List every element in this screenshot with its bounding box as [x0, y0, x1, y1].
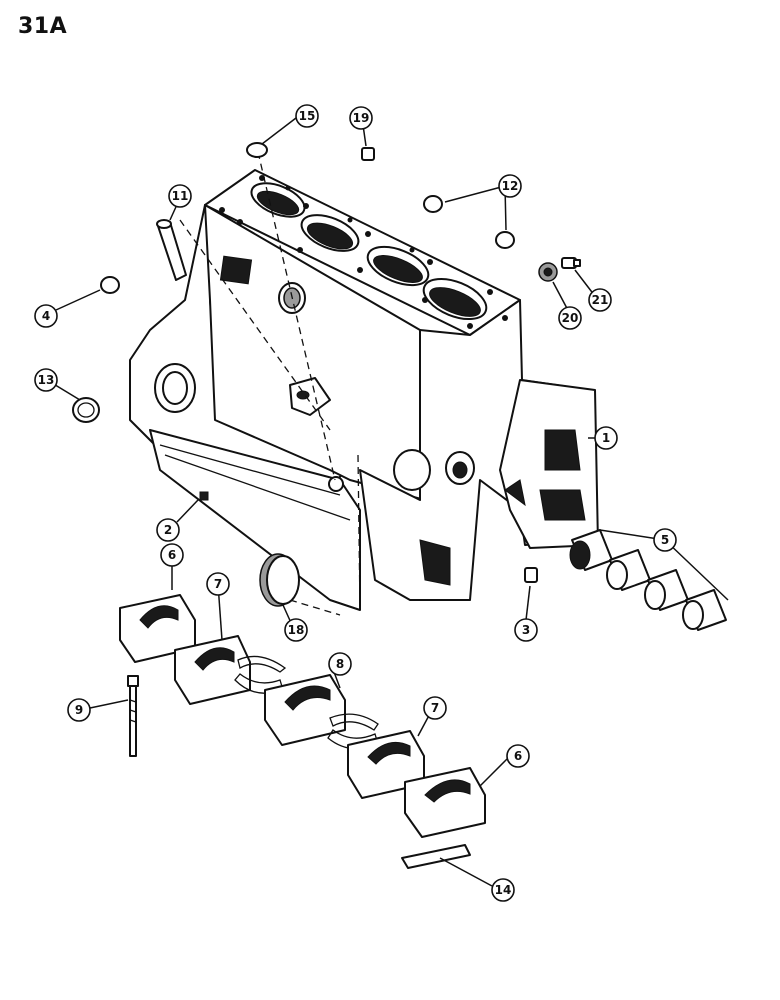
svg-text:1: 1: [602, 431, 610, 445]
callout-6-front: 6: [160, 543, 184, 567]
plug-fitting: [561, 257, 581, 269]
thrust-washer-b: [327, 713, 379, 750]
callout-12: 12: [498, 174, 522, 198]
cup-plug-top: [246, 142, 268, 158]
callout-2: 2: [156, 518, 180, 542]
expansion-plug-a: [423, 195, 443, 213]
callout-4: 4: [34, 304, 58, 328]
callout-15: 15: [295, 104, 319, 128]
svg-text:18: 18: [288, 623, 305, 637]
expansion-plug-side: [100, 276, 120, 294]
shim-plate: [401, 844, 471, 869]
callout-7-rear: 7: [423, 696, 447, 720]
sender-fitting: [538, 262, 558, 282]
cam-bushings: [569, 529, 727, 631]
dipstick-tube: [156, 219, 187, 281]
callout-19: 19: [349, 106, 373, 130]
rear-seal: [72, 397, 100, 423]
svg-text:6: 6: [514, 749, 522, 763]
expansion-plug-b: [495, 231, 515, 249]
callout-1: 1: [594, 426, 618, 450]
svg-text:5: 5: [661, 533, 669, 547]
callout-14: 14: [491, 878, 515, 902]
svg-text:7: 7: [214, 577, 222, 591]
callout-5: 5: [653, 528, 677, 552]
main-bearing-bolt: [127, 675, 139, 757]
svg-text:19: 19: [353, 111, 370, 125]
svg-text:2: 2: [164, 523, 172, 537]
svg-text:4: 4: [42, 309, 50, 323]
cam-cover-plate: [259, 553, 300, 607]
svg-text:13: 13: [38, 373, 55, 387]
svg-text:9: 9: [75, 703, 83, 717]
small-pipe-plug: [199, 491, 209, 501]
svg-text:6: 6: [168, 548, 176, 562]
svg-text:20: 20: [562, 311, 579, 325]
callout-9: 9: [67, 698, 91, 722]
callout-8: 8: [328, 652, 352, 676]
svg-text:21: 21: [592, 293, 609, 307]
callout-3: 3: [514, 618, 538, 642]
drain-plug: [524, 567, 538, 583]
cylinder-block: [129, 169, 599, 611]
thrust-washer-a: [234, 655, 287, 694]
bearing-cap-center: [264, 674, 346, 746]
callout-21: 21: [588, 288, 612, 312]
bearing-cap-rear: [404, 767, 486, 838]
svg-text:14: 14: [495, 883, 512, 897]
callout-6-rear: 6: [506, 744, 530, 768]
svg-text:11: 11: [172, 189, 189, 203]
callout-20: 20: [558, 306, 582, 330]
svg-text:8: 8: [336, 657, 344, 671]
callout-13: 13: [34, 368, 58, 392]
svg-text:3: 3: [522, 623, 530, 637]
page-number-label: 31A: [18, 14, 68, 39]
pipe-plug-top: [361, 147, 375, 161]
svg-text:7: 7: [431, 701, 439, 715]
callout-7-front: 7: [206, 572, 230, 596]
callout-11: 11: [168, 184, 192, 208]
svg-text:12: 12: [502, 179, 519, 193]
callout-18: 18: [284, 618, 308, 642]
bearing-cap-front: [119, 594, 196, 663]
svg-text:15: 15: [299, 109, 316, 123]
